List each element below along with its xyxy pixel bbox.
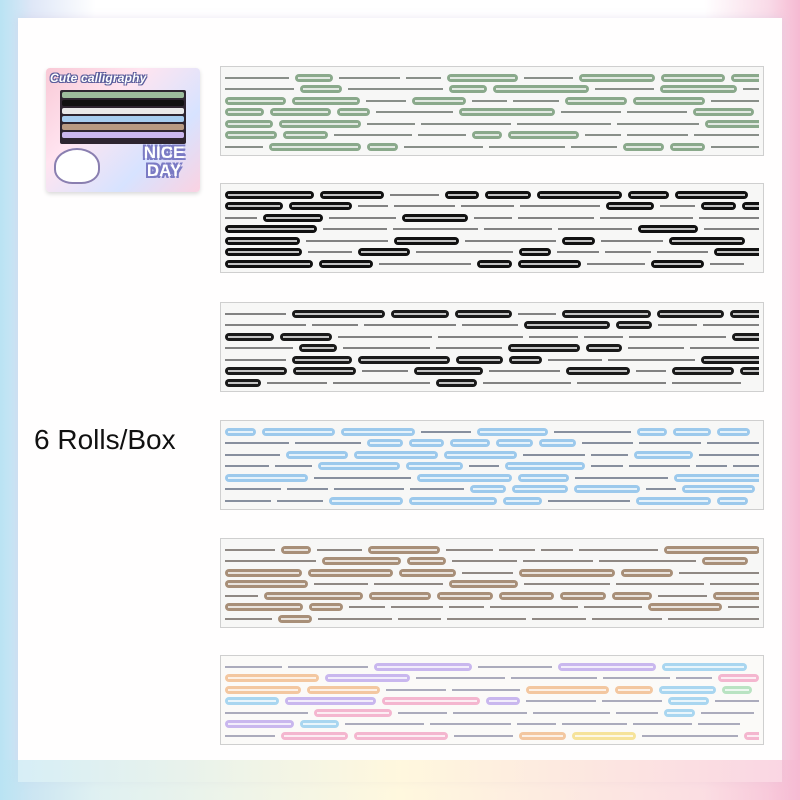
box-title: Cute calligraphy xyxy=(50,71,147,85)
cat-illustration xyxy=(54,148,100,184)
tape-strip-brown xyxy=(220,538,764,628)
box-window xyxy=(60,90,186,144)
rolls-per-box-label: 6 Rolls/Box xyxy=(34,424,176,455)
tape-strip-blue xyxy=(220,420,764,510)
tape-strip-green xyxy=(220,66,764,156)
nice-day-text: NICE DAY xyxy=(143,143,185,180)
bottom-gradient xyxy=(0,760,800,800)
tape-strip-pastel xyxy=(220,655,764,745)
tape-strip-black-outline xyxy=(220,302,764,392)
product-box: Cute calligraphy NICE DAY xyxy=(46,68,200,192)
tape-strip-black-white xyxy=(220,183,764,273)
